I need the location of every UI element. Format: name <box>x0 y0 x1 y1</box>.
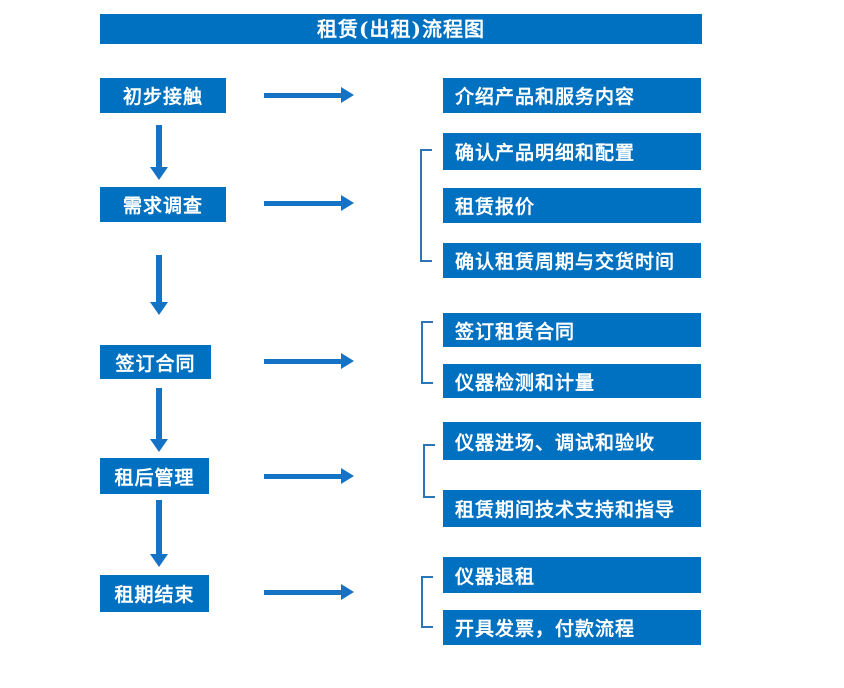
arrow-shaft <box>264 92 341 98</box>
arrowhead-icon <box>341 353 354 369</box>
arrow-shaft <box>264 589 341 595</box>
step-post-rental-management: 租后管理 <box>100 458 209 494</box>
arrow-down-icon <box>150 500 168 567</box>
step-demand-survey: 需求调查 <box>100 187 226 222</box>
detail-confirm-product-details-config: 确认产品明细和配置 <box>443 133 701 170</box>
detail-instrument-testing-metering: 仪器检测和计量 <box>443 364 701 398</box>
arrowhead-icon <box>150 554 168 567</box>
arrow-right-icon <box>264 87 354 103</box>
arrowhead-icon <box>150 167 168 180</box>
arrow-down-icon <box>150 255 168 315</box>
arrow-right-icon <box>264 468 354 484</box>
arrowhead-icon <box>150 302 168 315</box>
arrowhead-icon <box>150 439 168 452</box>
detail-instrument-return: 仪器退租 <box>443 557 701 593</box>
flowchart-title: 租赁(出租)流程图 <box>100 14 702 44</box>
group-bracket <box>420 149 432 262</box>
arrow-down-icon <box>150 388 168 452</box>
detail-confirm-rental-period-delivery: 确认租赁周期与交货时间 <box>443 243 701 278</box>
arrow-shaft <box>156 125 162 167</box>
arrowhead-icon <box>341 584 354 600</box>
arrowhead-icon <box>341 195 354 211</box>
arrowhead-icon <box>341 87 354 103</box>
arrow-shaft <box>264 200 341 206</box>
arrow-shaft <box>264 473 341 479</box>
group-bracket <box>421 321 433 384</box>
arrowhead-icon <box>341 468 354 484</box>
step-initial-contact: 初步接触 <box>100 78 226 113</box>
arrow-down-icon <box>150 125 168 180</box>
arrow-shaft <box>264 358 341 364</box>
detail-sign-rental-contract: 签订租赁合同 <box>443 313 701 347</box>
detail-introduce-products-services: 介绍产品和服务内容 <box>443 78 701 113</box>
detail-invoice-payment-process: 开具发票，付款流程 <box>443 610 701 645</box>
arrow-shaft <box>156 255 162 302</box>
group-bracket <box>423 444 435 498</box>
group-bracket <box>421 576 433 628</box>
arrow-shaft <box>156 388 162 439</box>
detail-rental-quotation: 租赁报价 <box>443 188 701 223</box>
step-sign-contract: 签订合同 <box>100 345 211 379</box>
detail-instrument-arrival-debug-acceptance: 仪器进场、调试和验收 <box>443 422 701 460</box>
arrow-right-icon <box>264 584 354 600</box>
detail-rental-technical-support: 租赁期间技术支持和指导 <box>443 490 701 527</box>
arrow-right-icon <box>264 195 354 211</box>
arrow-shaft <box>156 500 162 554</box>
arrow-right-icon <box>264 353 354 369</box>
step-rental-end: 租期结束 <box>100 575 209 612</box>
